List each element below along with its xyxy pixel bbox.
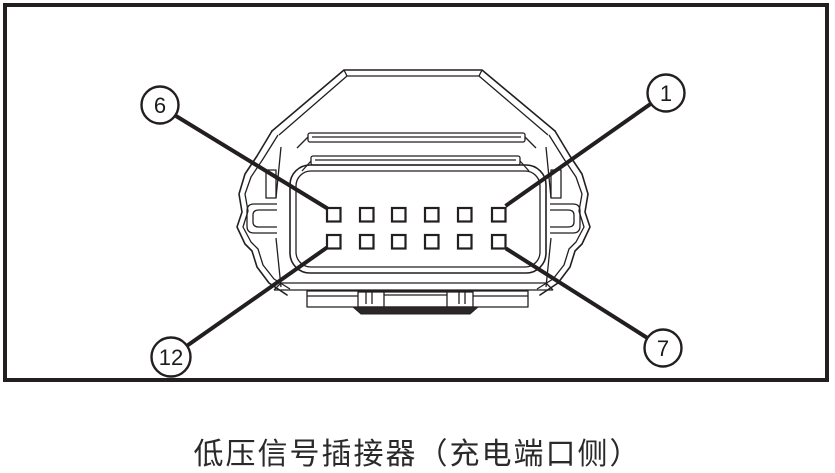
callout-circle [140,85,180,125]
connector-roof-inner-line [278,75,549,136]
pin [325,233,342,250]
callout-6: 6 [140,85,180,125]
pin [390,206,407,223]
connector-bottom-lip [351,306,480,315]
leader-line-6 [174,114,329,211]
callout-circle [150,336,192,378]
callout-12: 12 [150,336,192,378]
callout-label: 7 [657,336,669,361]
pin [456,233,473,250]
connector-base [273,282,554,315]
figure-caption: 低压信号插接器（充电端口侧） [193,438,642,471]
pin-grid [325,206,507,250]
pin-cavity-inner [295,170,541,268]
callout-label: 6 [154,93,166,118]
leader-line-1 [504,101,653,208]
pin [490,233,507,250]
pin [358,206,375,223]
callout-1: 1 [646,73,686,113]
callout-label: 1 [660,81,672,106]
leader-line-7 [504,246,649,340]
pin [490,206,507,223]
callout-label: 12 [159,345,183,370]
connector-side-ear-left [236,130,291,296]
pin [423,206,440,223]
connector-side-ear-right [536,130,591,296]
connector-body [236,69,591,315]
pin [358,233,375,250]
callout-7: 7 [643,328,683,368]
connector-roof-outline [271,69,556,132]
callout-circle [643,328,683,368]
callout-leaders [174,101,653,348]
pin [456,206,473,223]
leader-line-12 [185,245,329,348]
diagram-frame [3,3,829,382]
pin-cavity-outer [289,164,547,274]
pin [390,233,407,250]
pin [325,206,342,223]
pin [423,233,440,250]
callout-circle [646,73,686,113]
